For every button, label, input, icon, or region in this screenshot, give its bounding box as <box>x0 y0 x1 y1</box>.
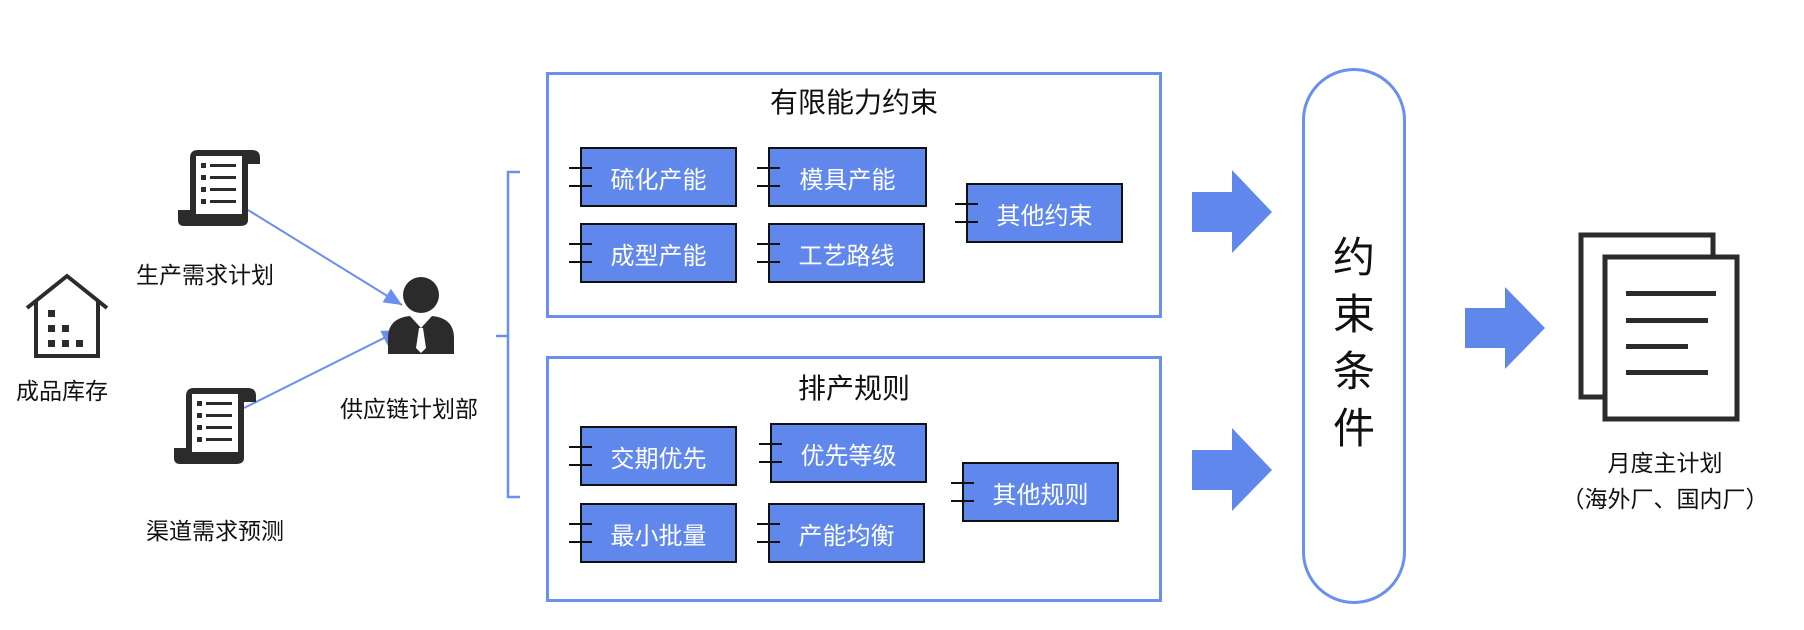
component-port <box>759 443 782 445</box>
constraint-char: 件 <box>1332 404 1375 453</box>
arrow-constraint-to-output <box>1465 287 1545 369</box>
component-forming-capacity[interactable]: 成型产能 <box>569 223 737 283</box>
component-port <box>569 446 592 448</box>
component-port <box>757 261 780 263</box>
component-port <box>569 464 592 466</box>
constraint-char: 约 <box>1332 233 1375 282</box>
scheduling-rules-title: 排产规则 <box>797 372 910 405</box>
component-capacity-balance[interactable]: 产能均衡 <box>757 503 925 563</box>
component-label: 工艺路线 <box>798 241 895 270</box>
component-label: 模具产能 <box>799 165 896 194</box>
component-port <box>951 482 974 484</box>
connector-channel-to-department <box>243 329 401 409</box>
component-priority-level[interactable]: 优先等级 <box>759 423 927 483</box>
component-port <box>955 203 978 205</box>
connector-production-to-department <box>247 209 403 306</box>
component-port <box>569 541 592 543</box>
component-label: 其他规则 <box>992 480 1089 509</box>
component-label: 最小批量 <box>610 521 707 550</box>
component-minimum-batch[interactable]: 最小批量 <box>569 503 737 563</box>
component-port <box>757 185 780 187</box>
component-due-date-priority[interactable]: 交期优先 <box>569 426 737 486</box>
component-port <box>569 243 592 245</box>
component-process-route[interactable]: 工艺路线 <box>757 223 925 283</box>
component-mold-capacity[interactable]: 模具产能 <box>757 147 927 207</box>
component-port <box>757 167 780 169</box>
capacity-constraint-title: 有限能力约束 <box>769 86 938 119</box>
component-other-rules[interactable]: 其他规则 <box>951 462 1119 522</box>
department-label: 供应链计划部 <box>340 397 478 423</box>
constraint-char: 条 <box>1332 347 1375 396</box>
component-port <box>569 523 592 525</box>
stacked-documents-icon <box>1578 232 1742 424</box>
component-port <box>569 185 592 187</box>
component-label: 其他约束 <box>996 201 1093 230</box>
component-port <box>757 541 780 543</box>
component-vulcanization-capacity[interactable]: 硫化产能 <box>569 147 737 207</box>
component-port <box>955 221 978 223</box>
output-label-line1: 月度主计划 <box>1607 451 1723 477</box>
constraint-conditions-text: 约 束 条 件 <box>1305 229 1403 457</box>
component-other-constraints[interactable]: 其他约束 <box>955 183 1123 243</box>
arrow-capacity-to-constraint <box>1192 170 1272 253</box>
constraint-conditions-capsule: 约 束 条 件 <box>1302 68 1406 604</box>
component-label: 优先等级 <box>800 441 897 470</box>
component-port <box>569 167 592 169</box>
component-port <box>759 461 782 463</box>
bracket <box>496 170 520 499</box>
component-port <box>757 523 780 525</box>
constraint-char: 束 <box>1332 290 1375 339</box>
scroll-document-icon <box>176 148 262 228</box>
component-label: 交期优先 <box>610 444 707 473</box>
component-label: 硫化产能 <box>610 165 707 194</box>
scroll-document-icon <box>172 386 258 466</box>
component-label: 产能均衡 <box>798 521 895 550</box>
inventory-label: 成品库存 <box>16 379 108 405</box>
production-demand-label: 生产需求计划 <box>136 263 274 289</box>
component-port <box>757 243 780 245</box>
channel-demand-label: 渠道需求预测 <box>146 519 284 545</box>
building-icon <box>24 270 110 360</box>
component-port <box>569 261 592 263</box>
component-port <box>951 500 974 502</box>
component-label: 成型产能 <box>610 241 707 270</box>
output-label-line2: （海外厂、国内厂） <box>1561 487 1769 513</box>
arrow-rules-to-constraint <box>1192 428 1272 511</box>
businessman-icon <box>384 276 458 354</box>
